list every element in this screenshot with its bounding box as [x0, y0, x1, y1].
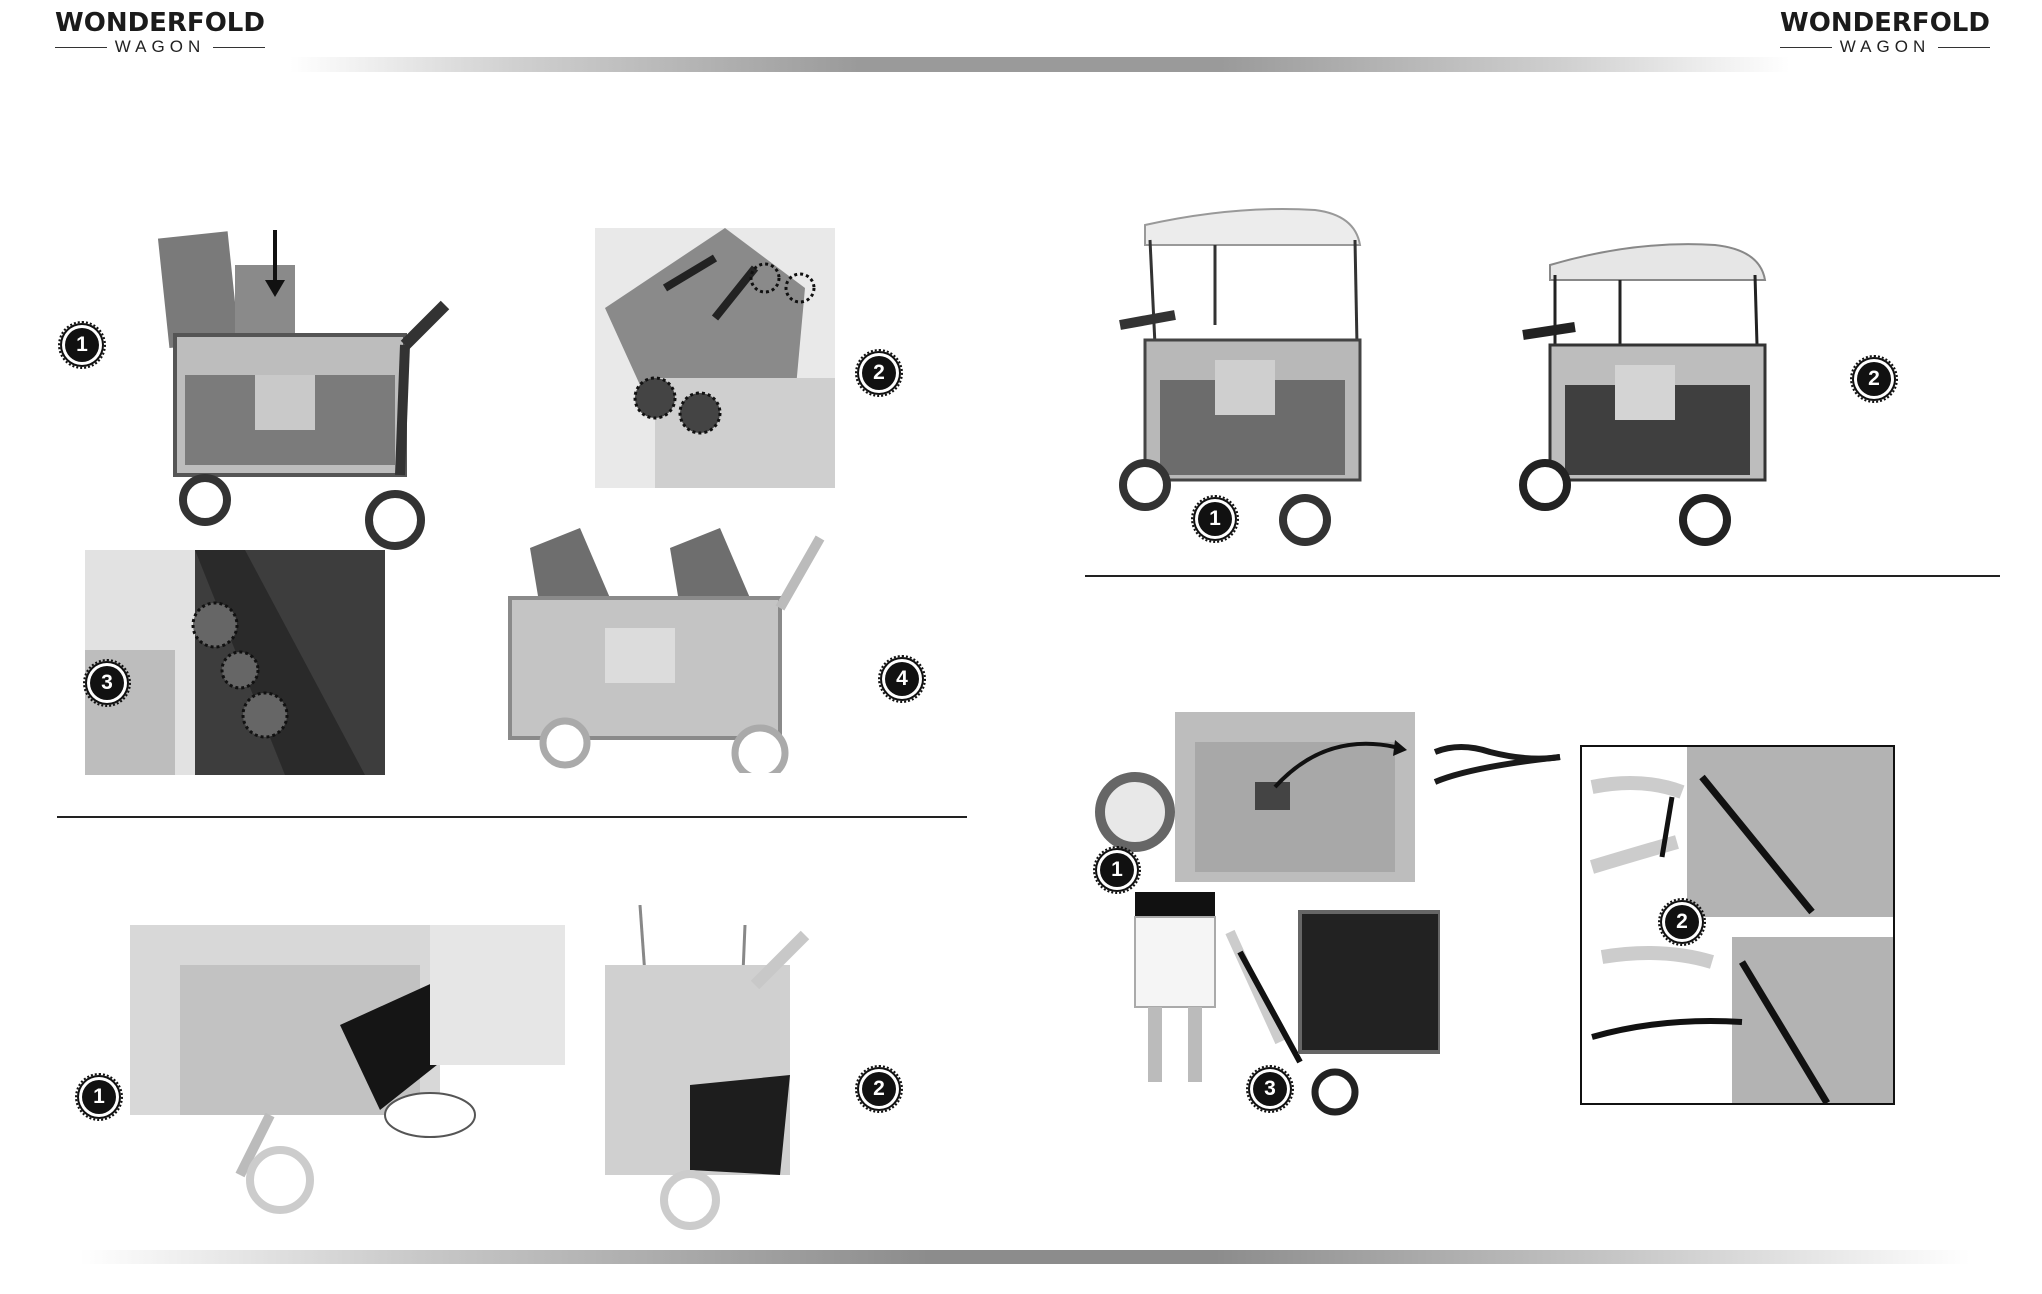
- photo-seats-installed: [500, 518, 840, 773]
- photo-seat-back-clips: [85, 550, 385, 775]
- step-badge: 2: [1857, 362, 1891, 396]
- step-badge: 1: [65, 328, 99, 362]
- step-badge: 2: [862, 356, 896, 390]
- logo-subtitle: WAGON: [55, 38, 265, 56]
- step-badge: 1: [1198, 502, 1232, 536]
- section-divider: [1085, 575, 2000, 577]
- step-badge: 3: [90, 666, 124, 700]
- logo-left: WONDERFOLD WAGON: [55, 8, 265, 56]
- header-gradient-bar: [290, 57, 1790, 72]
- logo-subtitle: WAGON: [1780, 38, 1990, 56]
- photo-strap-attach-frame: [1580, 745, 1895, 1105]
- step-badge: 4: [885, 662, 919, 696]
- photo-strap-remove: [1095, 712, 1415, 882]
- step-badge: 1: [82, 1080, 116, 1114]
- photo-canopy-wagon-dark: [1515, 235, 1780, 550]
- step-badge: 3: [1253, 1072, 1287, 1106]
- section-divider: [57, 816, 967, 818]
- photo-basket-attach: [130, 925, 565, 1215]
- step-badge: 2: [862, 1072, 896, 1106]
- logo-right: WONDERFOLD WAGON: [1780, 8, 1990, 56]
- strap-accessory: [1430, 737, 1565, 792]
- step-badge: 2: [1665, 905, 1699, 939]
- footer-gradient-bar: [80, 1250, 1970, 1264]
- photo-canopy-wagon-gray: [1115, 195, 1365, 550]
- step-badge: 1: [1100, 853, 1134, 887]
- photo-basket-installed: [605, 905, 815, 1230]
- logo-wordmark: WONDERFOLD: [1780, 8, 1990, 38]
- logo-wordmark: WONDERFOLD: [55, 8, 265, 38]
- photo-seat-buckle-closeup: [595, 228, 835, 488]
- photo-seat-insert: [155, 225, 480, 550]
